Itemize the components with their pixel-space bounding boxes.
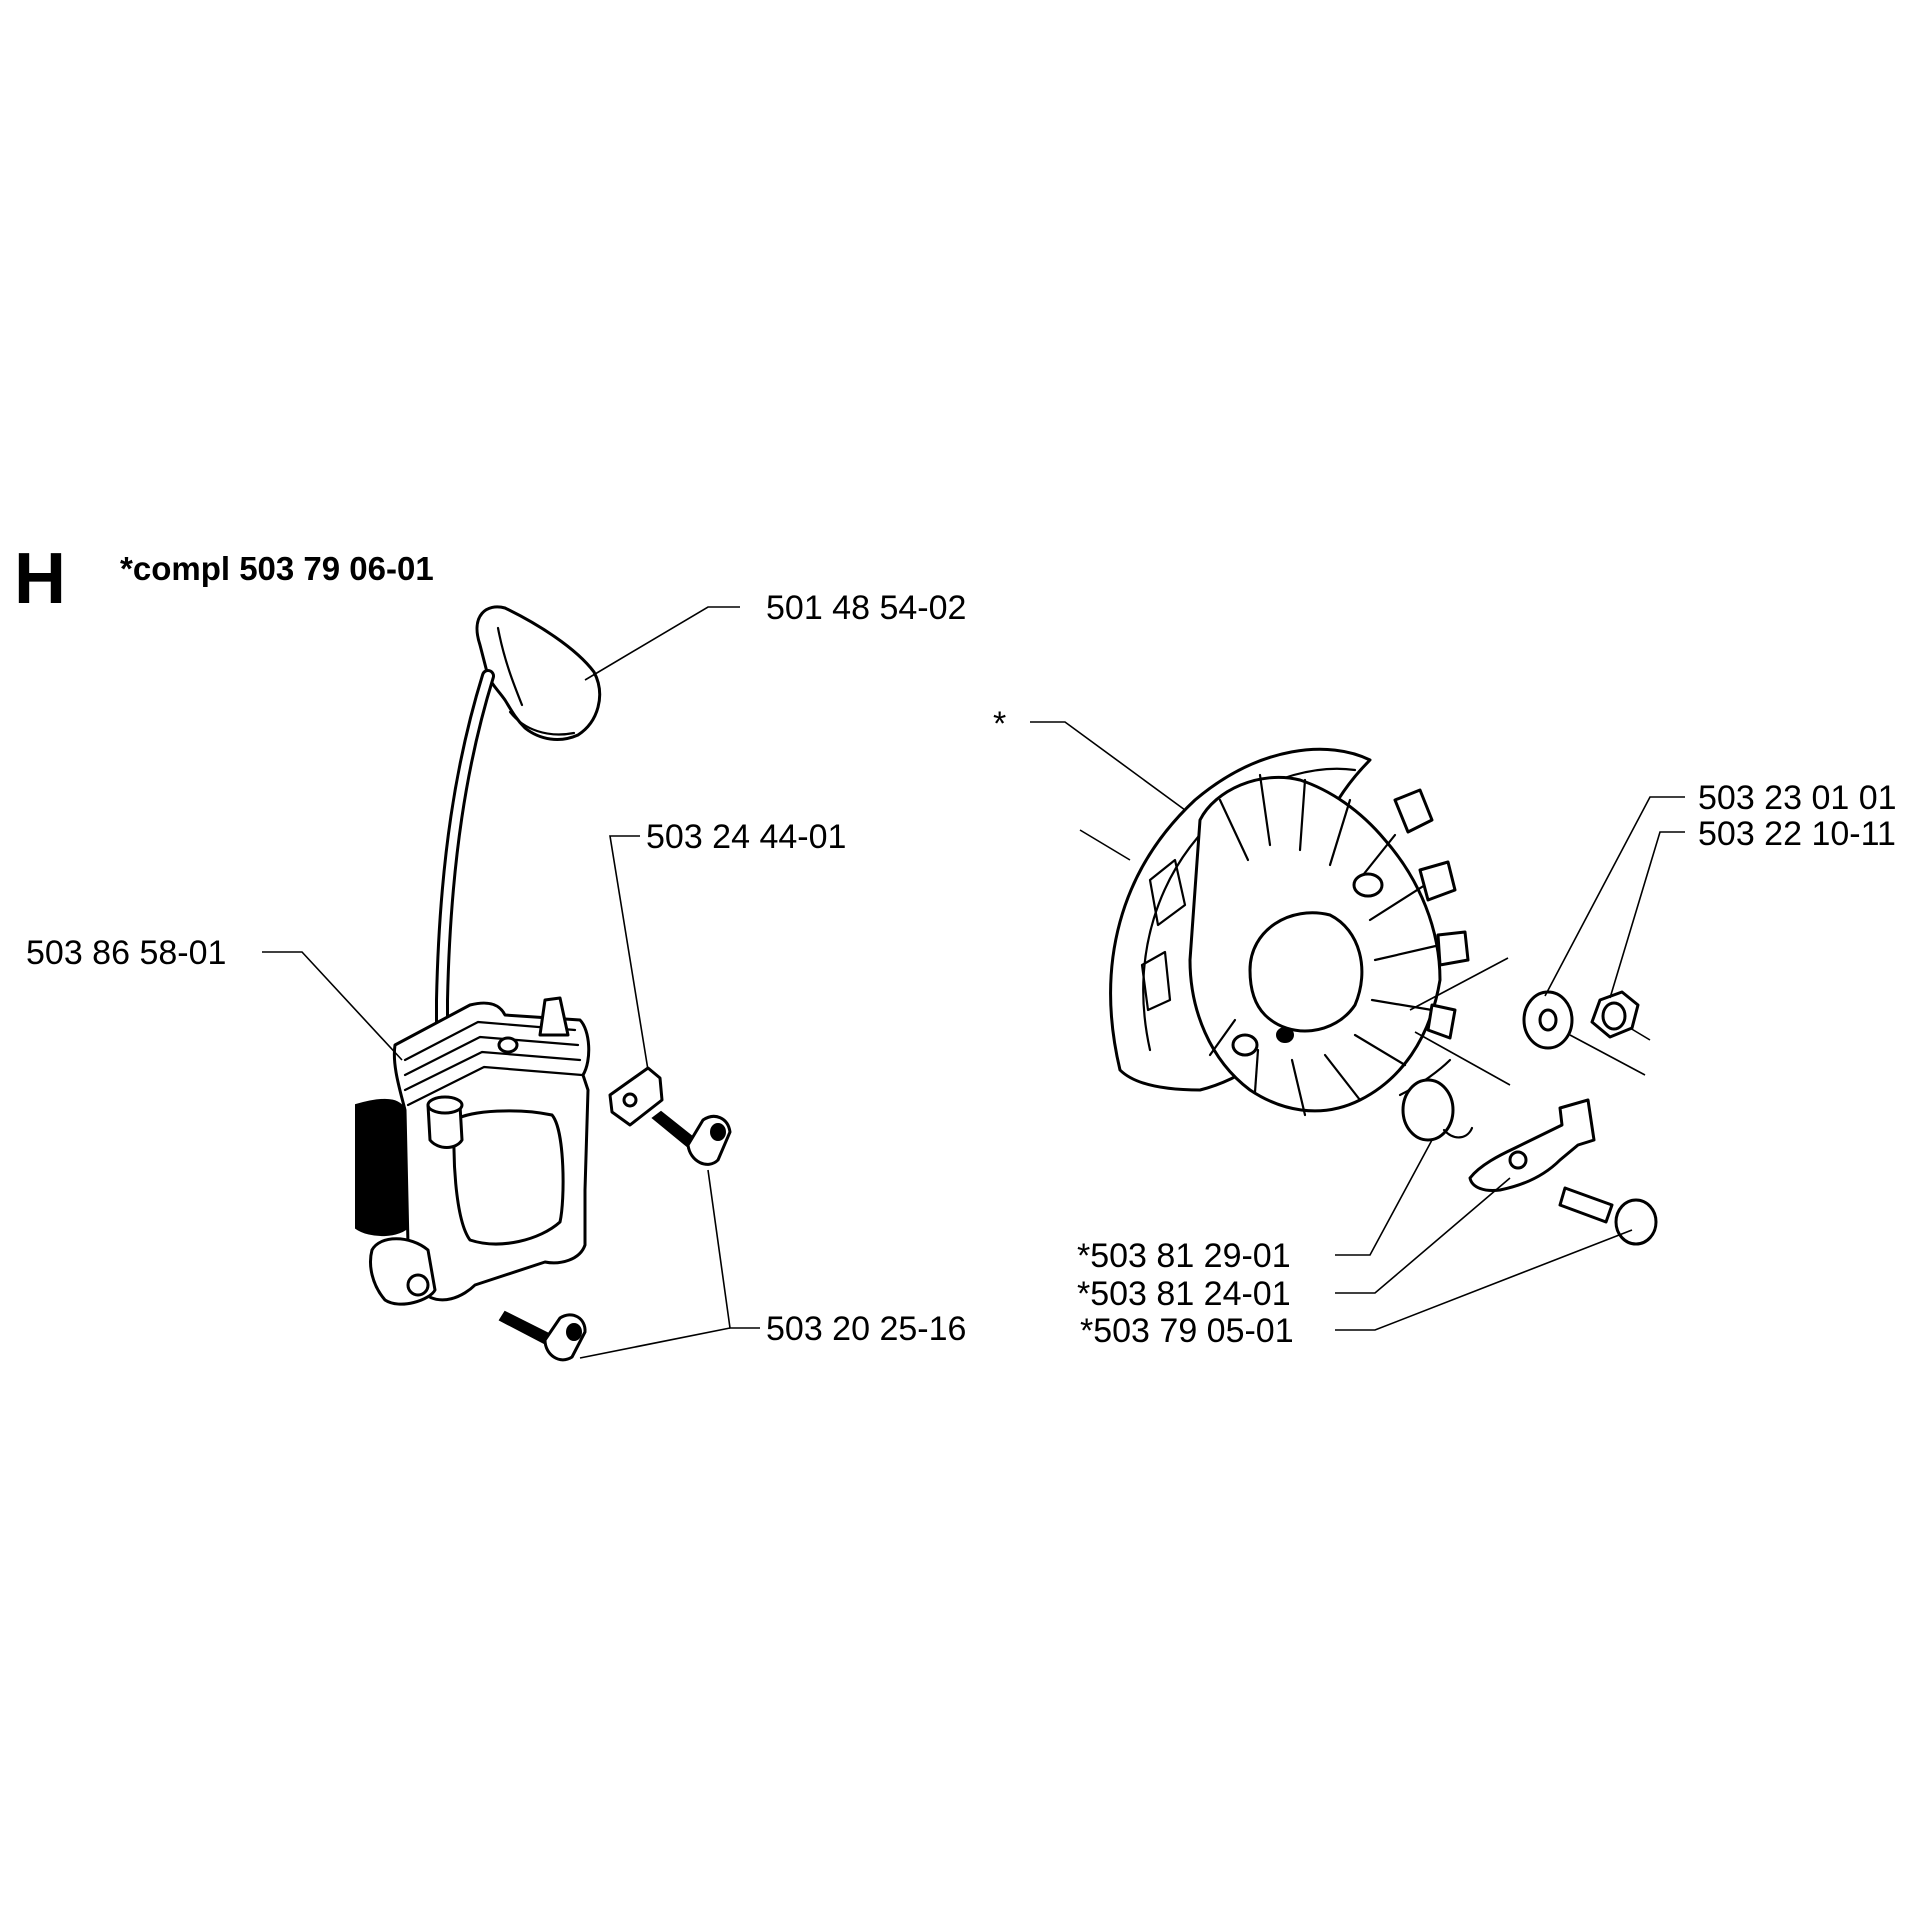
label-washer: 503 23 01 01 bbox=[1698, 779, 1897, 817]
screw-upper bbox=[651, 1110, 732, 1166]
nut bbox=[1590, 990, 1640, 1039]
label-flywheel: * bbox=[993, 705, 1006, 743]
assembly-title: *compl 503 79 06-01 bbox=[120, 550, 434, 587]
label-spark-plug-cap: 501 48 54-02 bbox=[766, 589, 966, 627]
ignition-module bbox=[355, 996, 591, 1306]
pawl-bolt bbox=[1558, 1186, 1658, 1246]
label-pawl: *503 81 24-01 bbox=[1077, 1275, 1291, 1313]
label-nut: 503 22 10-11 bbox=[1698, 815, 1896, 853]
spark-plug-cap bbox=[475, 605, 602, 741]
label-ground-clip: 503 24 44-01 bbox=[646, 818, 846, 856]
label-module-screws: 503 20 25-16 bbox=[766, 1310, 966, 1348]
flywheel bbox=[1109, 747, 1470, 1117]
label-pawl-bolt: *503 79 05-01 bbox=[1080, 1312, 1294, 1350]
leader-lines bbox=[262, 606, 1685, 1359]
section-letter: H bbox=[14, 539, 66, 619]
screw-lower bbox=[498, 1310, 587, 1362]
washer bbox=[1522, 990, 1574, 1050]
spring bbox=[1398, 1058, 1474, 1142]
label-ignition-module: 503 86 58-01 bbox=[26, 934, 226, 972]
label-spring: *503 81 29-01 bbox=[1077, 1237, 1291, 1275]
ignition-cable bbox=[435, 669, 495, 1107]
pawl bbox=[1468, 1098, 1596, 1192]
